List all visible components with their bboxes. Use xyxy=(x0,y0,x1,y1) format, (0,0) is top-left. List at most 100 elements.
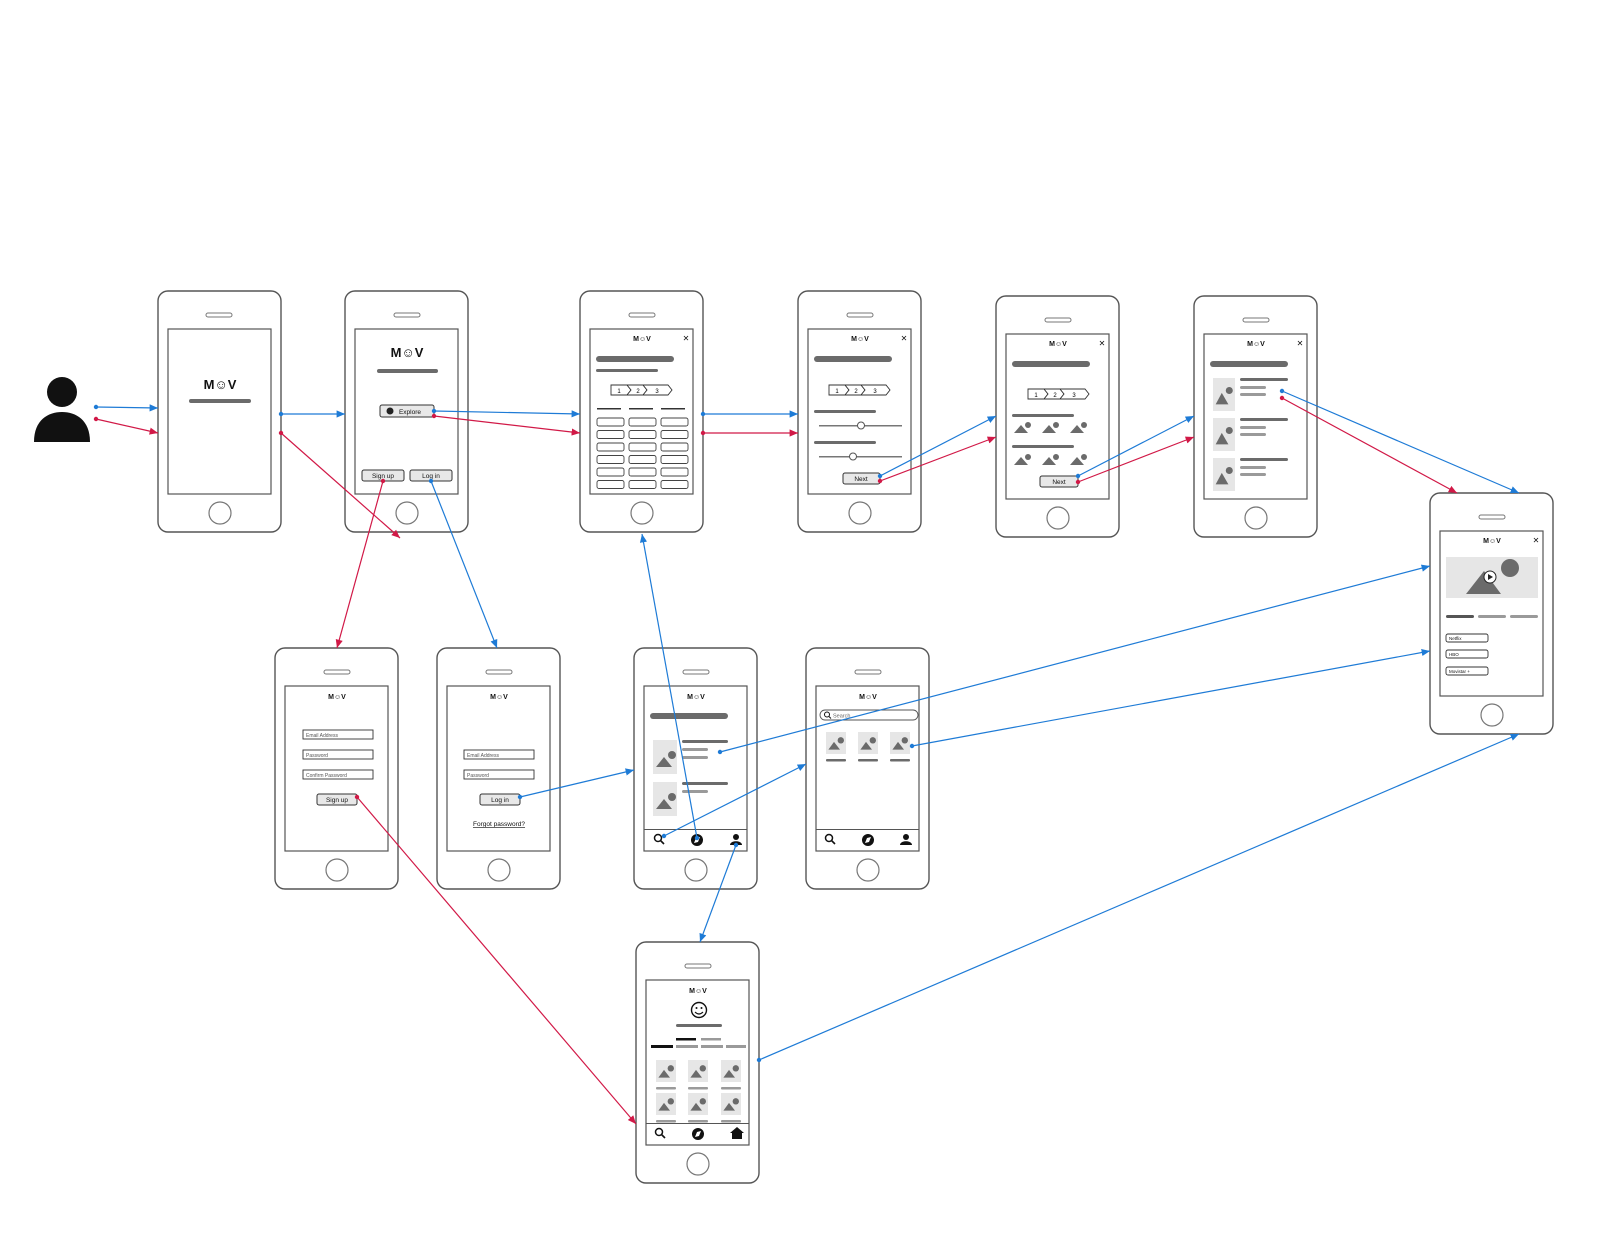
genre-chip[interactable] xyxy=(660,480,689,489)
connector-origin-dot xyxy=(517,794,523,800)
genre-chip[interactable] xyxy=(660,467,689,477)
profile-tab-icon[interactable] xyxy=(900,834,912,845)
genre-chip[interactable] xyxy=(596,430,625,439)
connector-origin-dot xyxy=(733,842,739,848)
profile-tab[interactable] xyxy=(676,1045,698,1048)
next-button[interactable]: Next xyxy=(842,472,881,485)
profile-tab-active[interactable] xyxy=(651,1045,673,1048)
next-button[interactable]: Next xyxy=(1039,475,1079,488)
genre-chip[interactable] xyxy=(596,480,625,489)
saved-title[interactable] xyxy=(721,1060,741,1090)
genre-chip[interactable] xyxy=(628,442,657,452)
slider-1[interactable] xyxy=(819,421,902,430)
profile-tab[interactable] xyxy=(701,1045,723,1048)
connector-sliders-next-to-pick_titles xyxy=(879,415,997,477)
signup-submit-button[interactable]: Sign up xyxy=(316,793,358,806)
email-field[interactable]: Email Address xyxy=(463,749,535,760)
confirm-password-field[interactable]: Confirm Password xyxy=(302,769,374,780)
svg-text:Next: Next xyxy=(1052,479,1066,486)
brand-logo: M☺V xyxy=(490,694,508,701)
recommendation-list[interactable] xyxy=(1213,378,1288,491)
saved-title[interactable] xyxy=(688,1093,708,1123)
user-icon xyxy=(34,377,90,442)
genre-chip[interactable] xyxy=(596,467,625,477)
close-icon[interactable]: ✕ xyxy=(1099,339,1106,348)
search-tab-icon[interactable] xyxy=(824,833,836,845)
close-icon[interactable]: ✕ xyxy=(1297,339,1304,348)
connector-origin-dot xyxy=(278,411,284,417)
forgot-password-link[interactable]: Forgot password? xyxy=(473,821,525,828)
recommendation-item[interactable] xyxy=(1213,378,1288,411)
platform-movistar[interactable]: Movistar + xyxy=(1445,666,1489,676)
genre-chip[interactable] xyxy=(660,442,689,452)
explore-item[interactable] xyxy=(653,782,728,816)
home-tab-icon[interactable] xyxy=(730,1127,744,1139)
compass-tab-icon[interactable] xyxy=(692,1128,704,1140)
explore-button[interactable]: Explore xyxy=(379,404,435,418)
connector-origin-dot xyxy=(278,430,284,436)
profile-tab[interactable] xyxy=(726,1045,746,1048)
connector-explore-search-to-search xyxy=(663,763,807,837)
title-thumb[interactable] xyxy=(1042,422,1059,433)
genre-chip[interactable] xyxy=(628,467,657,477)
search-result[interactable] xyxy=(858,732,878,762)
connector-explore-profile-to-profile xyxy=(911,648,1431,747)
recommendation-item[interactable] xyxy=(1213,458,1288,491)
saved-title[interactable] xyxy=(656,1060,676,1090)
password-field[interactable]: Password xyxy=(463,769,535,780)
genre-chip[interactable] xyxy=(596,417,625,427)
title-thumb[interactable] xyxy=(1042,454,1059,465)
close-icon[interactable]: ✕ xyxy=(1533,536,1540,545)
slider-2[interactable] xyxy=(819,452,902,461)
email-field[interactable]: Email Address xyxy=(302,729,374,740)
connector-origin-dot xyxy=(1279,395,1285,401)
saved-title[interactable] xyxy=(721,1093,741,1123)
genre-chip[interactable] xyxy=(596,455,625,464)
explore-item[interactable] xyxy=(653,740,728,774)
search-results[interactable] xyxy=(826,732,910,762)
screen-recommendations: M☺V ✕ xyxy=(1193,295,1318,538)
close-icon[interactable]: ✕ xyxy=(683,334,690,343)
title-thumb[interactable] xyxy=(1070,454,1087,465)
connector-search-item-to-movie_detail xyxy=(699,844,737,943)
svg-text:2: 2 xyxy=(854,389,858,395)
connector-origin-dot xyxy=(428,478,434,484)
genre-chip[interactable] xyxy=(628,455,657,464)
svg-text:Explore: Explore xyxy=(399,409,421,416)
search-input[interactable]: Search xyxy=(819,709,919,721)
genre-chip[interactable] xyxy=(660,417,689,427)
title-thumbnails[interactable] xyxy=(1014,422,1087,465)
platform-hbo[interactable]: HBO xyxy=(1445,649,1489,659)
brand-logo: M☺V xyxy=(328,694,346,701)
search-tab-icon[interactable] xyxy=(653,833,665,845)
search-result[interactable] xyxy=(890,732,910,762)
svg-text:Movistar +: Movistar + xyxy=(1449,669,1470,674)
login-submit-button[interactable]: Log in xyxy=(479,793,521,806)
search-tab-icon[interactable] xyxy=(654,1127,666,1139)
title-thumb[interactable] xyxy=(1070,422,1087,433)
genre-chip[interactable] xyxy=(660,430,689,439)
trailer-player[interactable] xyxy=(1446,557,1538,598)
saved-title[interactable] xyxy=(688,1060,708,1090)
svg-text:Sign up: Sign up xyxy=(326,797,348,804)
platform-netflix[interactable]: Netflix xyxy=(1445,633,1489,643)
genre-chip[interactable] xyxy=(628,417,657,427)
close-icon[interactable]: ✕ xyxy=(901,334,908,343)
compass-tab-icon[interactable] xyxy=(862,834,874,846)
genre-chip[interactable] xyxy=(628,480,657,489)
genre-chip[interactable] xyxy=(628,430,657,439)
saved-titles-grid[interactable] xyxy=(656,1060,741,1123)
recommendation-item[interactable] xyxy=(1213,418,1288,451)
genre-chip[interactable] xyxy=(660,455,689,464)
svg-text:Email Address: Email Address xyxy=(306,733,338,739)
genre-chip[interactable] xyxy=(596,442,625,452)
password-field[interactable]: Password xyxy=(302,749,374,760)
search-result[interactable] xyxy=(826,732,846,762)
connector-welcome-explore-to-genres xyxy=(433,415,581,436)
svg-text:Password: Password xyxy=(306,753,328,759)
title-thumb[interactable] xyxy=(1014,422,1031,433)
title-thumb[interactable] xyxy=(1014,454,1031,465)
connector-origin-dot xyxy=(431,413,437,419)
svg-text:3: 3 xyxy=(873,389,877,395)
saved-title[interactable] xyxy=(656,1093,676,1123)
